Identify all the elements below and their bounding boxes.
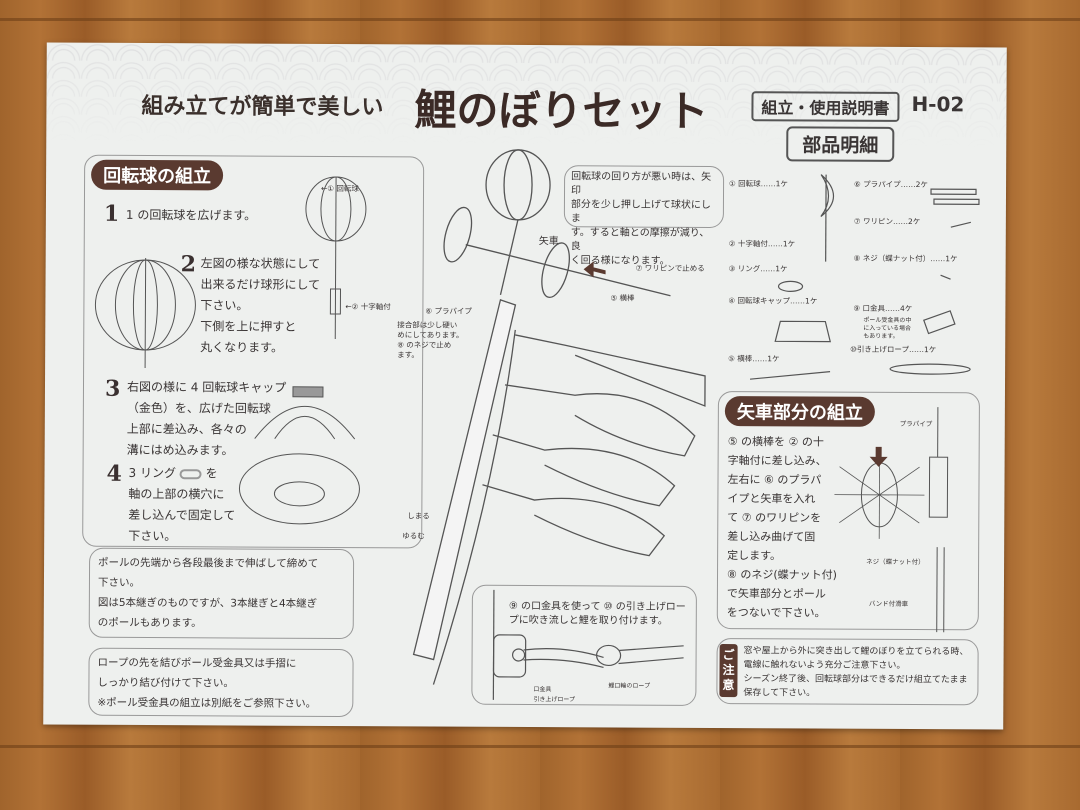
wood-grain <box>0 745 1080 748</box>
wheel-illustration <box>834 407 949 633</box>
pole-illustration <box>412 149 706 685</box>
arrow-icon <box>583 261 606 278</box>
arrow-icon <box>869 446 888 467</box>
label: 鯉口輪のロープ <box>608 682 651 690</box>
parts-illustrations <box>749 174 980 380</box>
sphere-illustrations <box>94 176 367 525</box>
label: 引き上げロープ <box>533 696 576 704</box>
wood-grain <box>0 18 1080 21</box>
label: 口金具 <box>533 686 552 694</box>
instruction-sheet: 組み立てが簡単で美しい 鯉のぼりセット 組立・使用説明書 H-02 部品明細 回… <box>43 42 1007 730</box>
clasp-illustration <box>492 589 684 700</box>
